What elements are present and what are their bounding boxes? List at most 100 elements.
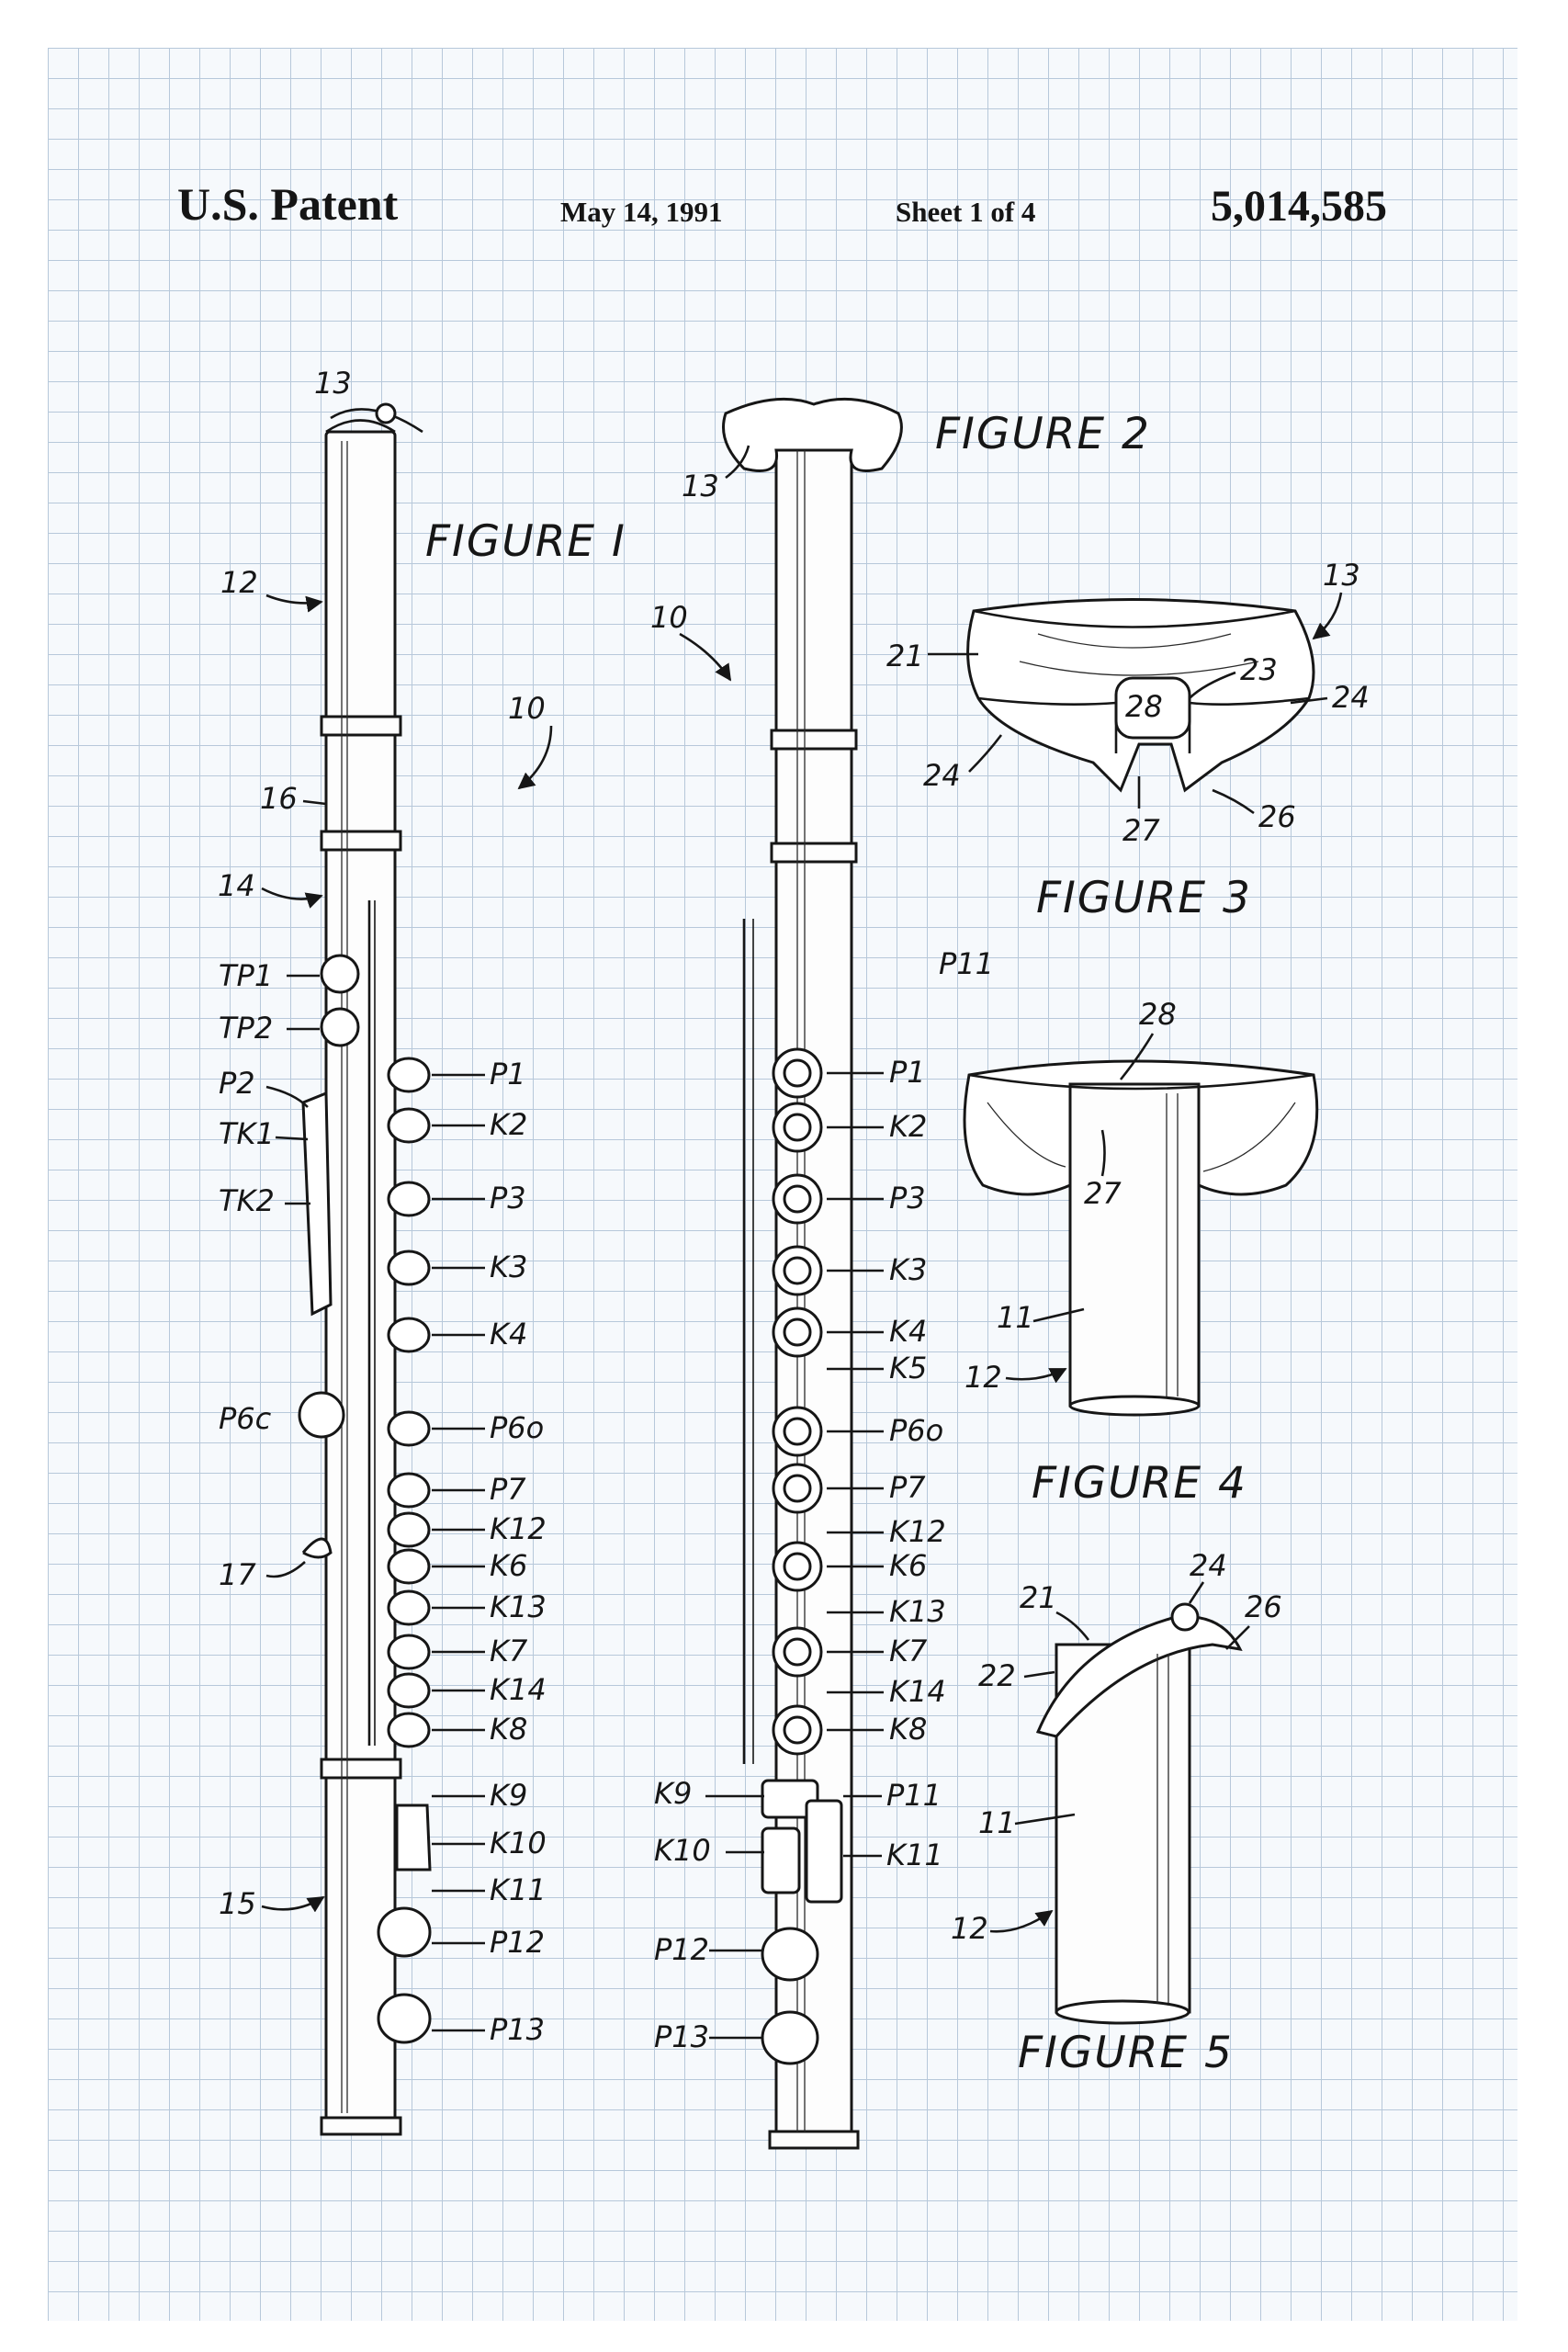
leader-p2 — [265, 1085, 309, 1108]
tenon-ring-2a — [770, 729, 858, 751]
fig1-label-tp2: TP2 — [219, 1011, 273, 1046]
fig1-label-k7: K7 — [490, 1634, 528, 1668]
key-pad-p3-fig2 — [783, 1184, 812, 1214]
patent-number: 5,014,585 — [1211, 182, 1387, 231]
fig1-label-p3: P3 — [490, 1181, 526, 1216]
fig5-label-24: 24 — [1190, 1548, 1227, 1583]
lip-plate-shading — [1019, 633, 1259, 676]
end-ring-2 — [768, 2130, 860, 2150]
fig1-label-p6o: P6o — [490, 1410, 544, 1445]
flute-body-tube — [324, 430, 397, 2133]
fig2-label-p11-foot: P11 — [886, 1778, 942, 1813]
figure-3-lip-plate — [966, 598, 1315, 793]
fig3-label-21: 21 — [886, 639, 924, 673]
key-k3 — [387, 1250, 431, 1286]
key-pad-p7-fig2 — [783, 1474, 812, 1503]
fig4-label-27: 27 — [1084, 1176, 1122, 1211]
leader-24-fig5 — [1188, 1581, 1205, 1604]
key-pad-p1-fig2 — [783, 1058, 812, 1088]
fig5-label-26: 26 — [1245, 1589, 1282, 1624]
fig2-label-p1: P1 — [889, 1055, 926, 1090]
leader-22-fig5 — [1023, 1670, 1055, 1679]
fig2-label-k10: K10 — [654, 1833, 711, 1868]
fig1-label-k4: K4 — [490, 1317, 527, 1351]
lip-plate-top-edge — [973, 609, 1296, 628]
fig2-label-k5: K5 — [889, 1351, 927, 1385]
fig2-label-k11: K11 — [886, 1838, 943, 1872]
leader-12-fig4 — [1005, 1367, 1067, 1384]
fig2-label-p13: P13 — [654, 2019, 709, 2054]
figure-1-keys — [387, 1057, 431, 1748]
key-k13 — [387, 1589, 431, 1626]
leader-16 — [302, 799, 327, 806]
leader-13-fig2 — [725, 445, 750, 480]
key-pad-k7-fig2 — [783, 1637, 812, 1667]
leader-tk1 — [275, 1136, 309, 1141]
fig2-label-k2: K2 — [889, 1109, 927, 1144]
leader-21-fig5 — [1055, 1611, 1090, 1641]
figure-4-caption: FIGURE 4 — [1032, 1458, 1247, 1509]
embouchure-hole-28 — [1114, 676, 1191, 740]
fig1-label-k14: K14 — [490, 1672, 547, 1707]
tube-end-fig5 — [1055, 1999, 1190, 2025]
key-p6o — [387, 1410, 431, 1447]
leader-24r-fig3 — [1290, 696, 1328, 705]
key-k8 — [387, 1712, 431, 1748]
key-p12-fig2 — [761, 1927, 819, 1982]
fig1-label-17: 17 — [219, 1557, 256, 1592]
leader-11-fig5 — [1014, 1813, 1076, 1826]
fig3-label-24-left: 24 — [923, 758, 961, 793]
key-pad-k8-fig2 — [783, 1715, 812, 1745]
fig5-label-12: 12 — [951, 1911, 988, 1946]
figure-5-caption: FIGURE 5 — [1018, 2028, 1234, 2078]
leader-11-fig4 — [1032, 1307, 1085, 1323]
lip-plate-13 — [330, 408, 423, 434]
fig1-label-k6: K6 — [490, 1548, 527, 1583]
fig2-label-k14: K14 — [889, 1674, 946, 1709]
fig2-label-k9: K9 — [654, 1776, 692, 1811]
key-pad-p6o-fig2 — [783, 1417, 812, 1446]
lip-plate-left-lip — [977, 696, 1118, 753]
leader-26-fig3 — [1212, 788, 1255, 815]
fig2-label-13: 13 — [682, 469, 719, 503]
lip-plate-fig5 — [1035, 1614, 1243, 1738]
leader-10-fig2 — [679, 632, 732, 682]
patent-office-label: U.S. Patent — [177, 178, 399, 230]
figure-5-headjoint — [1035, 1602, 1243, 2025]
fig1-label-tk2: TK2 — [219, 1183, 275, 1218]
lip-plate-right-lip — [1188, 696, 1310, 753]
leader-12-fig5 — [989, 1909, 1054, 1933]
footjoint-ring — [320, 1758, 402, 1780]
key-k14 — [387, 1672, 431, 1709]
figure-3-caption: FIGURE 3 — [1036, 873, 1252, 923]
key-p13 — [377, 1993, 432, 2044]
fig1-label-k13: K13 — [490, 1589, 547, 1624]
leader-26-fig5 — [1225, 1625, 1250, 1650]
lip-plate-fig4-edge — [968, 1073, 1314, 1091]
fig1-label-p7: P7 — [490, 1472, 526, 1507]
leader-17 — [265, 1561, 306, 1578]
key-k4 — [387, 1317, 431, 1353]
fig2-label-k8: K8 — [889, 1712, 927, 1747]
fig1-right-labels: P1K2P3K3K4P6oP7K12K6K13K7K14K8K9K10K11P1… — [432, 1057, 547, 2047]
fig2-label-p6o: P6o — [889, 1413, 943, 1448]
leader-12 — [265, 594, 323, 613]
fig1-label-k12: K12 — [490, 1511, 547, 1546]
fig1-label-p2: P2 — [219, 1066, 255, 1101]
fig3-label-28: 28 — [1125, 689, 1163, 724]
fig1-label-tp1: TP1 — [219, 958, 273, 993]
key-p1 — [387, 1057, 431, 1093]
tenon-ring-lower — [320, 830, 402, 852]
leader-24l-fig3 — [968, 734, 1003, 773]
fig4-label-11: 11 — [997, 1300, 1034, 1335]
fig5-label-11: 11 — [978, 1805, 1016, 1840]
fig2-label-10: 10 — [650, 600, 688, 635]
fig4-label-28: 28 — [1139, 997, 1177, 1032]
lip-plate-knob-fig5 — [1170, 1602, 1200, 1632]
fig2-label-k12: K12 — [889, 1514, 946, 1549]
tenon-ring-upper — [320, 715, 402, 737]
fig2-label-k6: K6 — [889, 1548, 927, 1583]
fig3-label-24-right: 24 — [1332, 680, 1370, 715]
key-p7 — [387, 1472, 431, 1509]
